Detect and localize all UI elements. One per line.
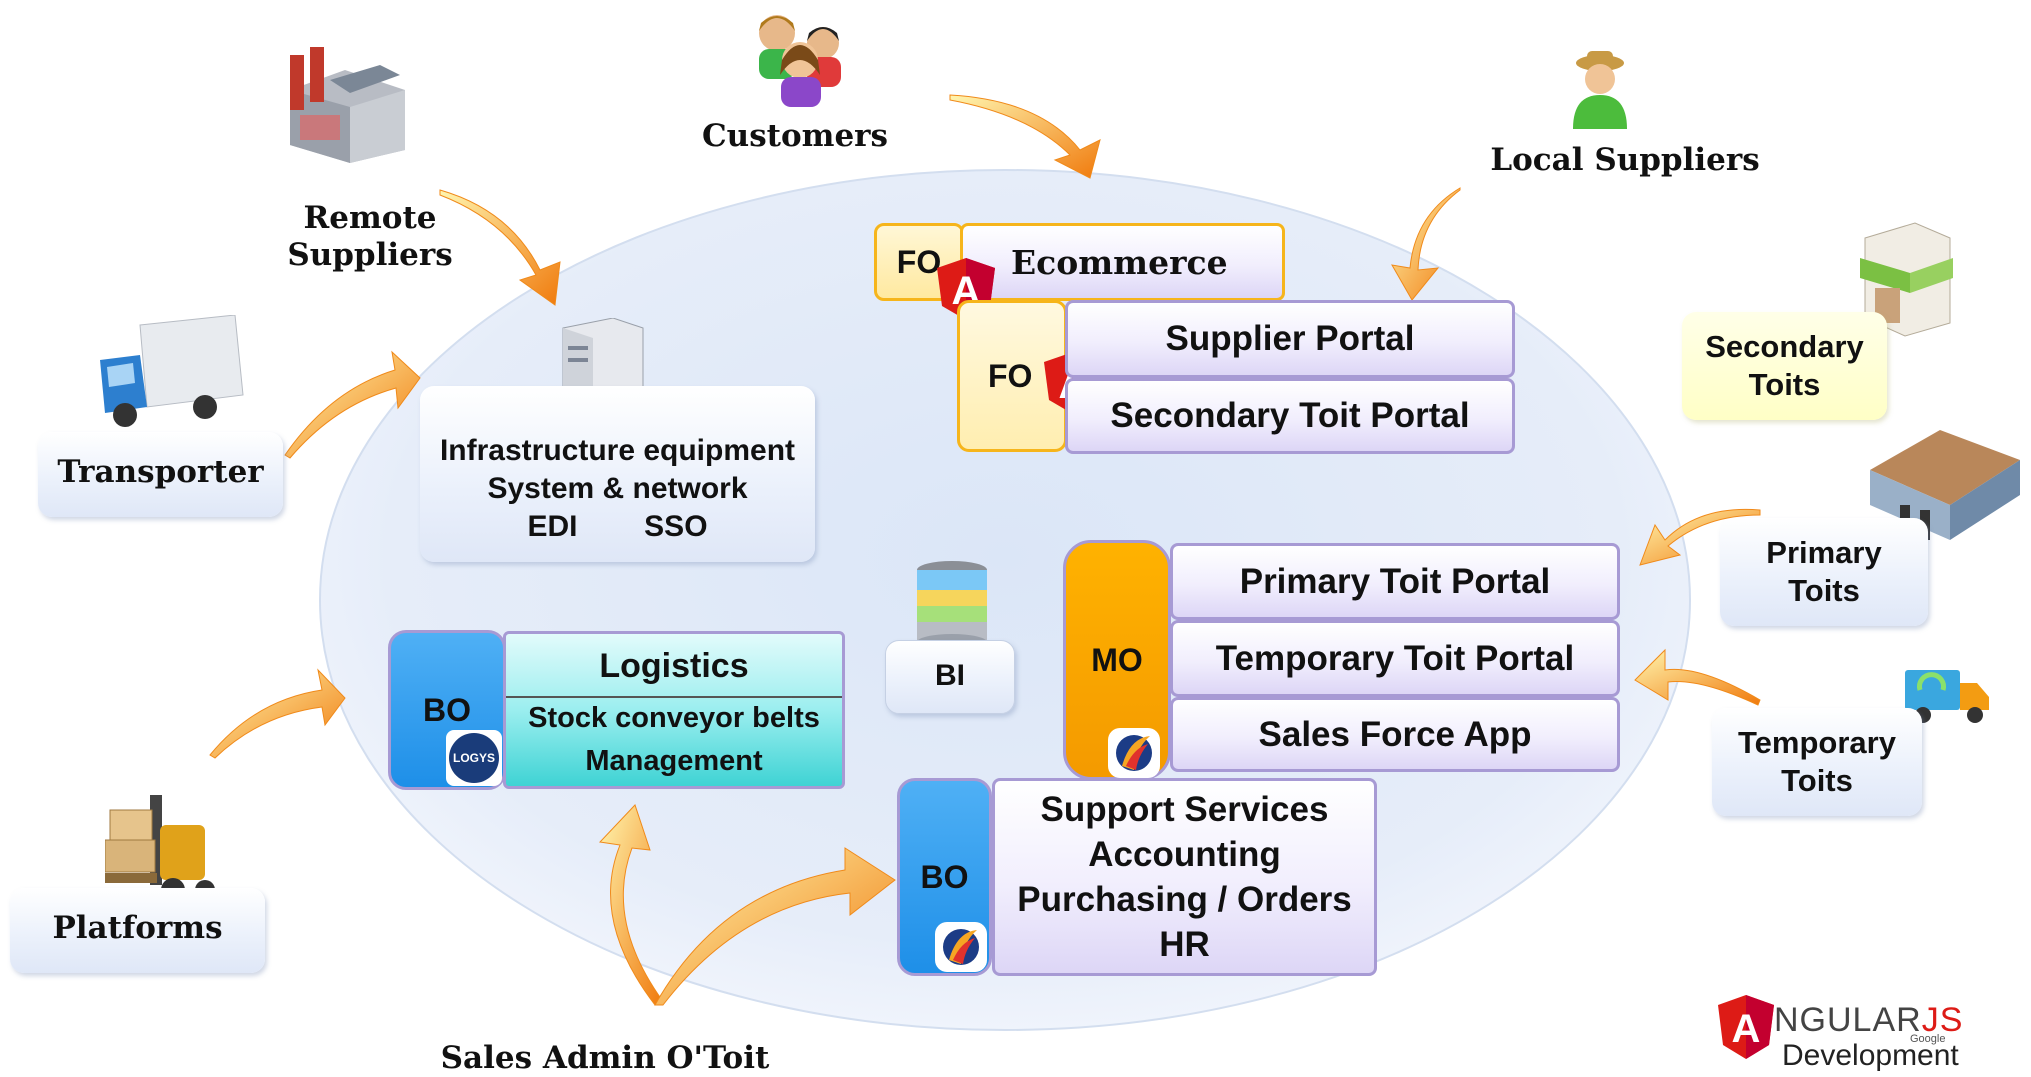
primary-toit-portal-box[interactable]: Primary Toit Portal [1170,543,1620,620]
arrow-platforms [209,668,346,759]
arrow-transporter [284,350,421,459]
transporter-label: Transporter [57,454,264,490]
secondary-toits-line2: Toits [1748,367,1821,402]
app-logo-icon-2 [935,922,987,972]
temporary-toit-portal-box[interactable]: Temporary Toit Portal [1170,620,1620,697]
customers-label: Customers [702,118,888,154]
primary-toits-label: Primary Toits [1720,534,1928,610]
arrow-primary-toits [1639,508,1761,566]
transporter-card: Transporter [38,432,283,517]
arrow-temporary-toits [1634,648,1761,706]
infrastructure-card: Infrastructure equipment System & networ… [420,386,815,562]
ecommerce-label: Ecommerce [1011,242,1228,282]
support-line2: Accounting [1088,835,1281,874]
truck-icon [85,314,245,435]
arrow-customers [949,94,1101,179]
temporary-toits-label: Temporary Toits [1712,724,1922,800]
supplier-portal-box[interactable]: Supplier Portal [1065,300,1515,378]
support-line3: Purchasing / Orders [1017,880,1352,919]
temporary-toits-line2: Toits [1781,763,1853,798]
forklift-icon [104,785,225,910]
remote-suppliers-line1: Remote [303,200,437,236]
arrow-local-suppliers [1391,187,1461,301]
arrow-sales-admin-support [654,847,896,1006]
support-line1: Support Services [1040,790,1329,829]
primary-toits-line2: Toits [1788,573,1860,608]
angular-brand-shield-icon: A [1718,995,1774,1059]
secondary-toit-portal-box[interactable]: Secondary Toit Portal [1065,378,1515,454]
infrastructure-line3: EDI SSO [420,508,815,546]
infrastructure-line2: System & network [487,472,748,505]
database-icon [915,560,990,650]
development-label: Development [1782,1039,1959,1072]
primary-toits-line1: Primary [1766,535,1882,570]
arrow-sales-admin-logistics [598,804,663,1006]
svg-text:A: A [1732,1007,1761,1051]
primary-toits-card: Primary Toits [1720,518,1928,626]
ecommerce-box[interactable]: Ecommerce [960,223,1285,301]
temporary-toits-line1: Temporary [1738,725,1896,760]
local-supplier-icon [1565,45,1635,130]
arrow-remote-suppliers [439,189,561,306]
logys-logo-icon: LOGYS [446,730,502,786]
edi-label: EDI [527,510,578,543]
angularjs-logo: A NGULARJS Google Development [1718,995,2018,1073]
remote-suppliers-label: Remote Suppliers [270,200,470,274]
secondary-toits-line1: Secondary [1705,329,1864,364]
logistics-title: Logistics [506,634,842,698]
factory-icon [270,45,415,165]
logistics-box[interactable]: Logistics Stock conveyor belts Managemen… [503,631,845,789]
customers-icon [745,5,850,110]
support-services-box[interactable]: Support Services Accounting Purchasing /… [992,778,1377,976]
local-suppliers-label: Local Suppliers [1490,142,1760,178]
logistics-line1: Stock conveyor belts [528,702,820,734]
sales-force-app-box[interactable]: Sales Force App [1170,697,1620,772]
delivery-truck-icon [1905,665,1990,725]
sales-admin-label: Sales Admin O'Toit [440,1040,770,1076]
platforms-label: Platforms [52,910,223,946]
support-line4: HR [1159,925,1210,964]
angularjs-wordmark: NGULARJS [1774,1001,1963,1040]
bi-label: BI [935,659,965,692]
shop-icon [1855,218,1955,338]
sso-label: SSO [644,510,708,543]
angular-name: NGULAR [1774,1001,1922,1039]
infrastructure-line1: Infrastructure equipment [439,434,796,467]
logys-logo-text: LOGYS [449,733,499,783]
secondary-toits-card: Secondary Toits [1682,312,1887,420]
app-logo-icon [1108,728,1160,778]
secondary-toits-label: Secondary Toits [1682,328,1887,404]
platforms-card: Platforms [10,888,265,973]
google-label: Google [1910,1033,1946,1045]
remote-suppliers-line2: Suppliers [287,237,453,273]
angular-js: JS [1921,1001,1964,1039]
bi-card[interactable]: BI [885,640,1015,714]
temporary-toits-card: Temporary Toits [1712,708,1922,816]
infrastructure-text: Infrastructure equipment System & networ… [420,432,815,546]
logistics-line2: Management [585,745,763,777]
